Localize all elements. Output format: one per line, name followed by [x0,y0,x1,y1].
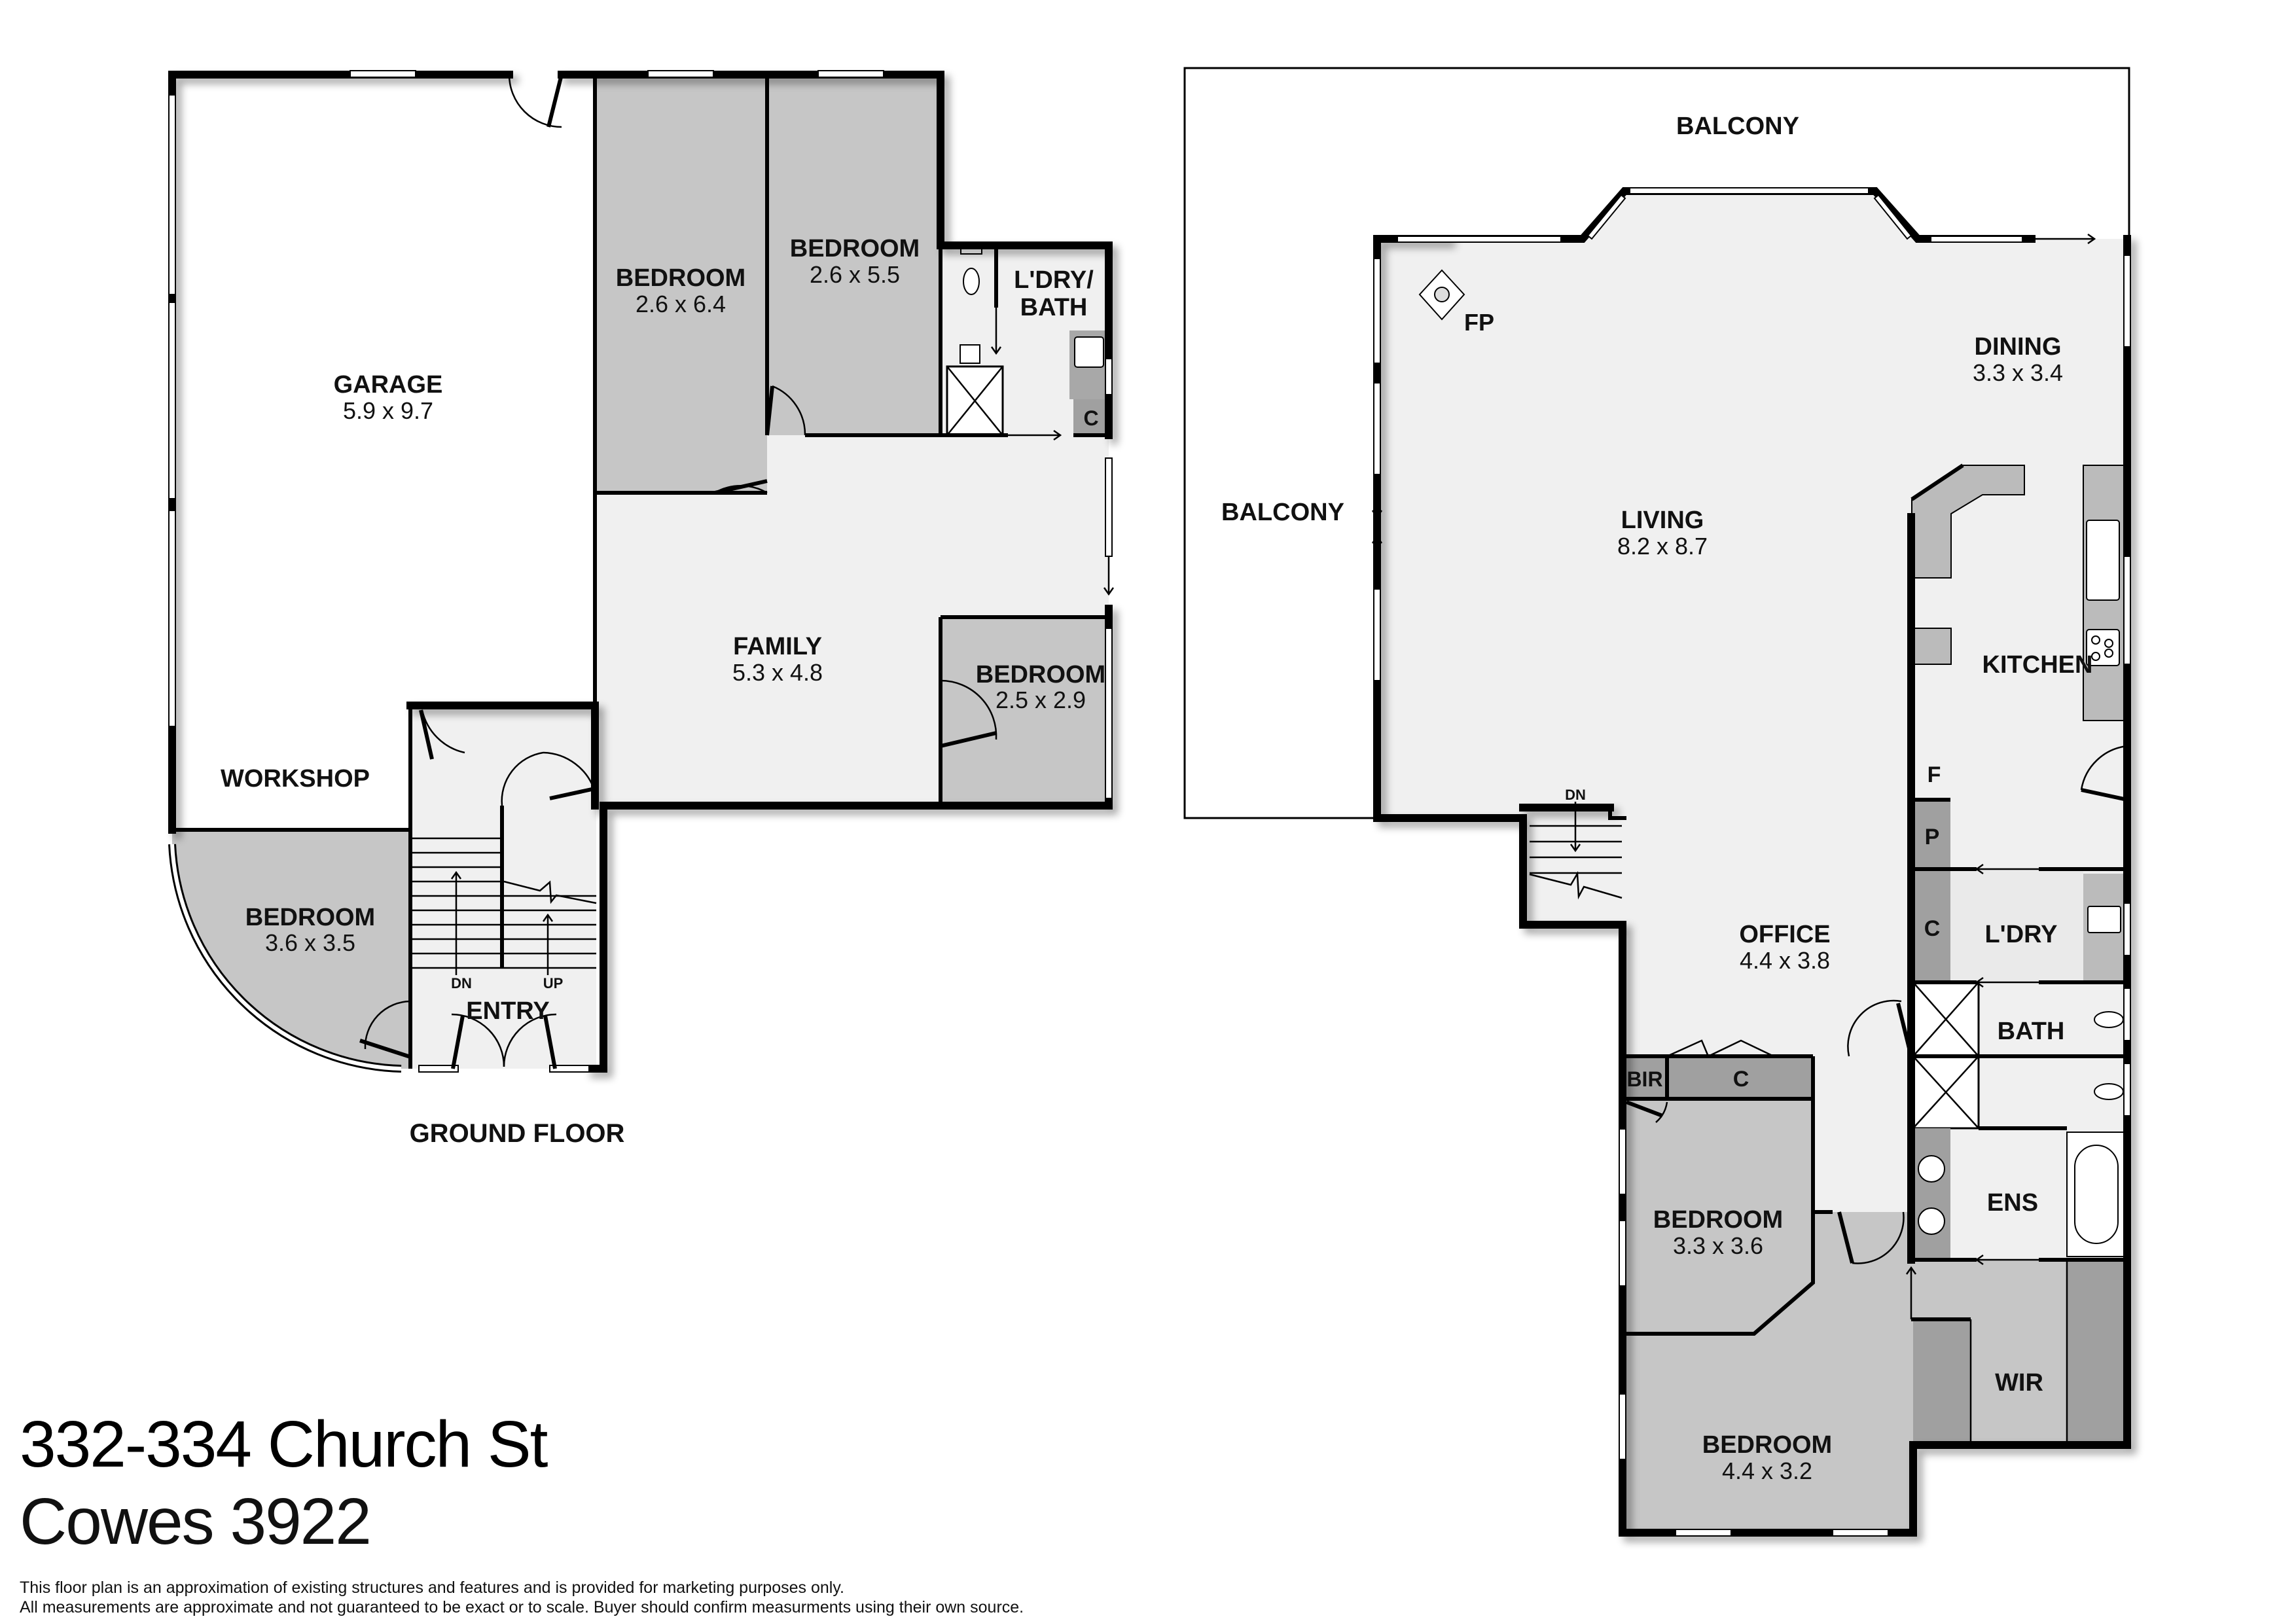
bir [1623,1056,1667,1099]
fireplace-label: FP [1464,309,1494,336]
wir-shelf-right [2067,1260,2126,1445]
room-label-bedroom: BEDROOM [245,904,375,931]
room-dims-garage: 5.9 x 9.7 [343,397,433,424]
fireplace-icon [1418,269,1465,321]
room-dims-bedroom: 2.6 x 6.4 [636,291,726,317]
room-dims-living: 8.2 x 8.7 [1617,533,1708,560]
room-label-office: OFFICE [1739,921,1830,948]
room-dims-bedroom: 3.6 x 3.5 [265,929,355,956]
ldry-sink [2087,906,2121,933]
bedroom-2-6x5-5-area [767,75,941,435]
room-dims-dining: 3.3 x 3.4 [1973,359,2063,386]
balcony-outline [1183,67,2130,819]
closet-label: C [1924,916,1941,941]
pantry [1913,800,1950,869]
bedroom-2-5x2-9-area [941,617,1109,806]
room-label-kitchen: KITCHEN [1982,651,2093,679]
room-label-wir: WIR [1995,1369,2043,1397]
room-dims-bedroom: 2.5 x 2.9 [996,687,1086,713]
kitchen-island [1911,465,2025,579]
bedroom-closet [1667,1056,1813,1099]
closet-label: C [1733,1067,1749,1092]
room-dims-bedroom: 2.6 x 5.5 [810,261,900,288]
room-label-balcony-left: BALCONY [1221,499,1344,526]
fridge-label: F [1928,762,1941,787]
room-label-bath: BATH [1998,1018,2065,1045]
room-label-workshop: WORKSHOP [221,765,370,793]
room-label-living: LIVING [1621,507,1704,534]
upper-stairs [1529,802,1623,900]
room-dims-office: 4.4 x 3.8 [1740,947,1830,974]
room-dims-family: 5.3 x 4.8 [732,659,823,686]
ground-closet [1073,399,1109,435]
ldry-room [1950,869,2083,982]
room-label-bedroom: BEDROOM [1653,1206,1783,1234]
bedroom-3-3x3-6-area [1623,1099,1813,1334]
room-label-dining: DINING [1975,333,2062,361]
disclaimer-line-1: This floor plan is an approximation of e… [20,1578,844,1597]
ens-vanity [1913,1128,1950,1260]
toilet-icon [2094,1011,2124,1028]
room-label-ldry-bath: L'DRY/ [1014,266,1094,294]
stair-dn-label: DN [451,975,472,991]
room-label-bedroom: BEDROOM [616,264,745,292]
room-label-ens: ENS [1987,1189,2038,1217]
stair-up-label: UP [543,975,564,991]
ground-floor-plan: GARAGE 5.9 x 9.7 BEDROOM 2.6 x 6.4 BEDRO… [168,70,1115,1148]
property-suburb: Cowes 3922 [20,1485,372,1558]
bir-label: BIR [1626,1067,1662,1091]
toilet-icon [963,268,980,295]
upper-floor-plan: BALCONY BALCONY LIVING 8.2 x 8.7 DINING … [1183,67,2131,1537]
kitchen-sink [2086,520,2120,601]
room-label-ldry-bath-2: BATH [1020,294,1088,321]
room-dims-bedroom: 3.3 x 3.6 [1673,1232,1763,1259]
room-dims-bedroom: 4.4 x 3.2 [1722,1457,1812,1484]
ground-floor-title: GROUND FLOOR [410,1119,625,1148]
ldry-closet [1913,869,1950,982]
disclaimer-line-2: All measurements are approximate and not… [20,1598,1024,1616]
garage-window [168,94,176,295]
room-label-bedroom: BEDROOM [1702,1431,1832,1459]
ground-stairs [410,837,597,975]
property-address: 332-334 Church St [20,1408,548,1481]
room-label-bedroom: BEDROOM [976,661,1105,688]
kitchen-bench-small [1911,628,1952,665]
room-label-ldry: L'DRY [1984,921,2057,948]
room-label-family: FAMILY [733,633,822,660]
room-label-garage: GARAGE [334,371,443,399]
stair-dn-label: DN [1565,787,1586,803]
vanity-sink [960,344,980,364]
bedroom-2-6x6-4-area [595,75,767,493]
bedroom-3-6x3-5-area [172,830,410,1069]
room-label-balcony-top: BALCONY [1676,113,1799,140]
closet-label: C [1083,406,1098,430]
room-label-bedroom: BEDROOM [790,235,920,262]
room-label-entry: ENTRY [466,997,549,1025]
pantry-label: P [1925,825,1940,849]
wir-shelf-left [1913,1319,1971,1445]
laundry-sink [1074,336,1104,368]
bedroom-4-4x3-2-area [1623,1212,1913,1533]
